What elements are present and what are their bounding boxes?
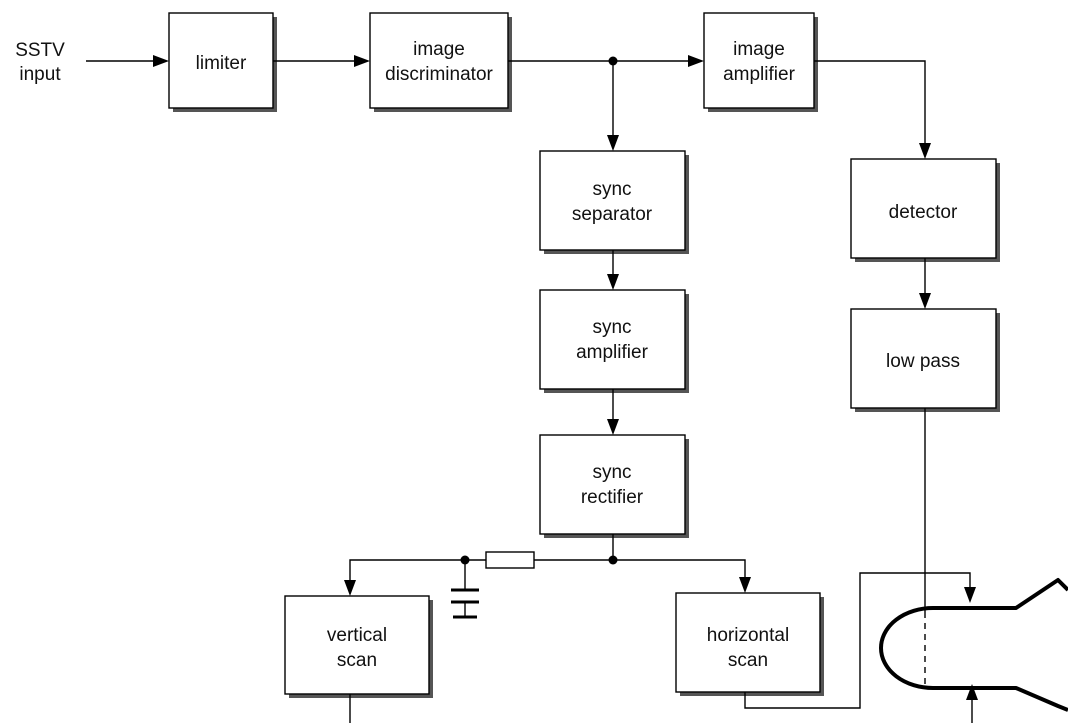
image-amplifier-label-line2: amplifier (723, 64, 795, 85)
horizontal-scan-label-line1: horizontal (707, 625, 789, 646)
image-amplifier-label-line1: image (733, 39, 785, 60)
sync-amplifier-label-line1: sync (592, 317, 631, 338)
input-label-line1: SSTV (15, 40, 65, 61)
image-discriminator-label-line1: image (413, 39, 465, 60)
vertical-scan-label-line1: vertical (327, 625, 387, 646)
sync-separator-block: sync separator (539, 150, 689, 254)
capacitor-symbol (451, 588, 479, 619)
image-amplifier-block: image amplifier (703, 12, 818, 112)
low-pass-block: low pass (850, 308, 1000, 412)
low-pass-label: low pass (886, 351, 960, 372)
sstv-input-label: SSTV input (15, 40, 65, 85)
sync-rectifier-label-line2: rectifier (581, 487, 644, 508)
crt-tube-symbol (879, 578, 1068, 712)
resistor-symbol (485, 551, 535, 569)
sync-amplifier-block: sync amplifier (539, 289, 689, 393)
junction-dots (460, 56, 618, 565)
horizontal-scan-label-line2: scan (728, 650, 768, 671)
image-discriminator-label-line2: discriminator (385, 64, 493, 85)
signal-wires (86, 55, 978, 723)
vertical-scan-block: vertical scan (284, 595, 433, 698)
sync-amplifier-label-line2: amplifier (576, 342, 648, 363)
limiter-label: limiter (196, 53, 247, 74)
sync-separator-label-line1: sync (592, 179, 631, 200)
horizontal-scan-block: horizontal scan (675, 592, 824, 696)
vertical-scan-label-line2: scan (337, 650, 377, 671)
limiter-block: limiter (168, 12, 277, 112)
sync-separator-label-line2: separator (572, 204, 653, 225)
input-label-line2: input (19, 64, 61, 85)
image-discriminator-block: image discriminator (369, 12, 512, 112)
sync-rectifier-label-line1: sync (592, 462, 631, 483)
sync-rectifier-block: sync rectifier (539, 434, 689, 538)
detector-block: detector (850, 158, 1000, 262)
detector-label: detector (889, 202, 958, 223)
